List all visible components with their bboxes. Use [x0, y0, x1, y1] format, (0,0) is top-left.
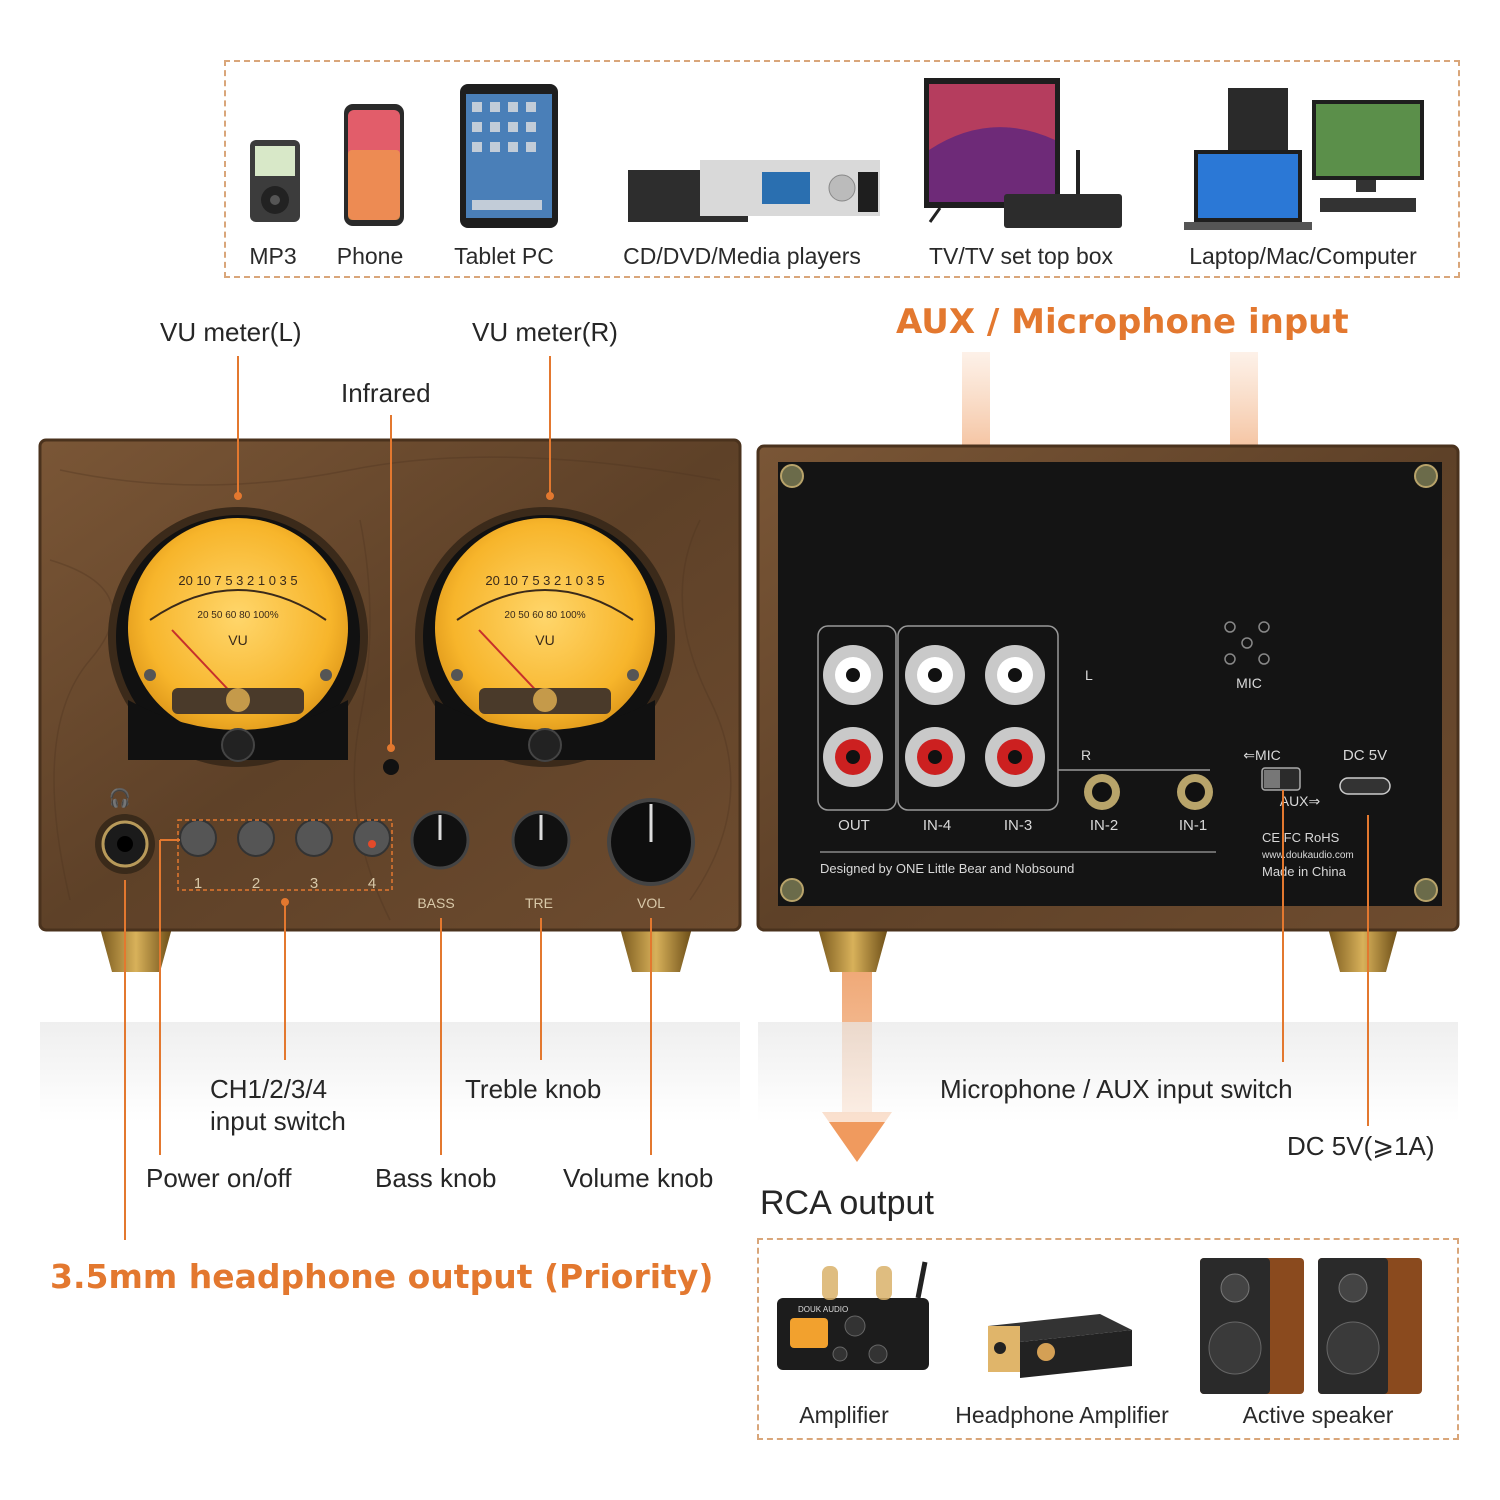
vu-right-scale-top: 20 10 7 5 3 2 1 0 3 5	[485, 573, 604, 588]
aux-jacks[interactable]	[1084, 774, 1213, 810]
back-leader-lines	[1282, 790, 1369, 1126]
phone-icon	[344, 104, 404, 226]
ch-number-4: 4	[368, 875, 376, 892]
callout-infrared: Infrared	[341, 378, 431, 408]
amplifier-brand: DOUK AUDIO	[798, 1305, 848, 1314]
headphone-icon: 🎧	[109, 787, 131, 808]
designed-by: Designed by ONE Little Bear and Nobsound	[820, 861, 1074, 876]
label-in4: IN-4	[923, 817, 951, 834]
callout-bass: Bass knob	[375, 1163, 497, 1193]
label-out: OUT	[838, 817, 870, 834]
ch-buttons[interactable]: 1 2 3 4	[177, 819, 393, 892]
speaker-icon	[1200, 1258, 1422, 1394]
output-label-headphone-amp: Headphone Amplifier	[955, 1402, 1169, 1428]
vu-left-scale-top: 20 10 7 5 3 2 1 0 3 5	[178, 573, 297, 588]
website: www.doukaudio.com	[1261, 850, 1354, 861]
volume-knob[interactable]: VOL	[607, 798, 695, 911]
output-devices-box	[757, 1238, 1459, 1440]
source-label-computer: Laptop/Mac/Computer	[1189, 243, 1417, 269]
callout-ch-switch-line1: CH1/2/3/4	[210, 1074, 328, 1104]
label-switch-aux: AUX⇒	[1280, 793, 1321, 809]
tv-icon	[924, 78, 1122, 228]
treble-label: TRE	[525, 895, 553, 911]
label-in2: IN-2	[1090, 817, 1118, 834]
callout-headphone: 3.5mm headphone output (Priority)	[50, 1257, 714, 1296]
callout-rca-output: RCA output	[760, 1184, 934, 1222]
callout-dc: DC 5V(⩾1A)	[1287, 1131, 1435, 1161]
label-switch-mic: ⇐MIC	[1243, 747, 1280, 763]
made-in: Made in China	[1262, 864, 1347, 879]
callout-vu-right: VU meter(R)	[472, 317, 618, 347]
callout-power: Power on/off	[146, 1163, 292, 1193]
bass-knob[interactable]: BASS	[410, 810, 470, 911]
mp3-player-icon	[250, 140, 300, 222]
label-l: L	[1085, 667, 1093, 683]
source-label-tv: TV/TV set top box	[928, 243, 1114, 269]
rca-jacks[interactable]	[823, 645, 1045, 787]
vu-right-scale-bottom: 20 50 60 80 100%	[504, 610, 585, 621]
input-sources-box	[224, 60, 1460, 278]
front-leader-lines	[124, 356, 652, 1240]
source-label-tablet: Tablet PC	[454, 243, 554, 269]
label-mic: MIC	[1236, 675, 1262, 691]
source-label-mp3: MP3	[249, 243, 297, 269]
vu-left-scale-bottom: 20 50 60 80 100%	[197, 610, 278, 621]
volume-label: VOL	[637, 895, 665, 911]
label-in1: IN-1	[1179, 817, 1207, 834]
mic-holes	[1224, 621, 1270, 665]
callout-vu-left: VU meter(L)	[160, 317, 302, 347]
source-label-media: CD/DVD/Media players	[623, 243, 861, 269]
label-in3: IN-3	[1004, 817, 1032, 834]
amplifier-icon: DOUK AUDIO	[777, 1261, 929, 1370]
callout-mic-aux-switch: Microphone / AUX input switch	[940, 1074, 1293, 1104]
bass-label: BASS	[417, 895, 454, 911]
mic-aux-switch[interactable]	[1261, 767, 1301, 791]
callout-aux-mic-input: AUX / Microphone input	[896, 302, 1349, 342]
vu-meter-right: 20 10 7 5 3 2 1 0 3 5 20 50 60 80 100% V…	[415, 507, 675, 767]
label-r: R	[1081, 747, 1091, 763]
callout-volume: Volume knob	[563, 1163, 714, 1193]
infrared-sensor	[383, 759, 399, 775]
callout-ch-switch-line2: input switch	[210, 1106, 346, 1136]
computer-icon	[1184, 88, 1424, 230]
headphone-amplifier-icon	[988, 1314, 1132, 1378]
output-label-speaker: Active speaker	[1242, 1402, 1394, 1428]
certs: CE FC RoHS	[1262, 830, 1340, 845]
vu-left-label: VU	[228, 632, 247, 648]
callout-treble: Treble knob	[465, 1074, 602, 1104]
media-player-icon	[628, 160, 880, 222]
tablet-icon	[460, 84, 558, 228]
vu-right-label: VU	[535, 632, 554, 648]
output-label-amplifier: Amplifier	[799, 1402, 889, 1428]
treble-knob[interactable]: TRE	[511, 810, 571, 911]
ch-number-2: 2	[252, 875, 260, 892]
usb-c-port[interactable]	[1339, 777, 1391, 795]
vu-meter-left: 20 10 7 5 3 2 1 0 3 5 20 50 60 80 100% V…	[108, 507, 368, 767]
headphone-jack[interactable]: 🎧	[95, 787, 155, 874]
label-dc: DC 5V	[1343, 747, 1387, 764]
ch-number-3: 3	[310, 875, 318, 892]
source-label-phone: Phone	[336, 243, 404, 269]
ch-number-1: 1	[194, 875, 202, 892]
